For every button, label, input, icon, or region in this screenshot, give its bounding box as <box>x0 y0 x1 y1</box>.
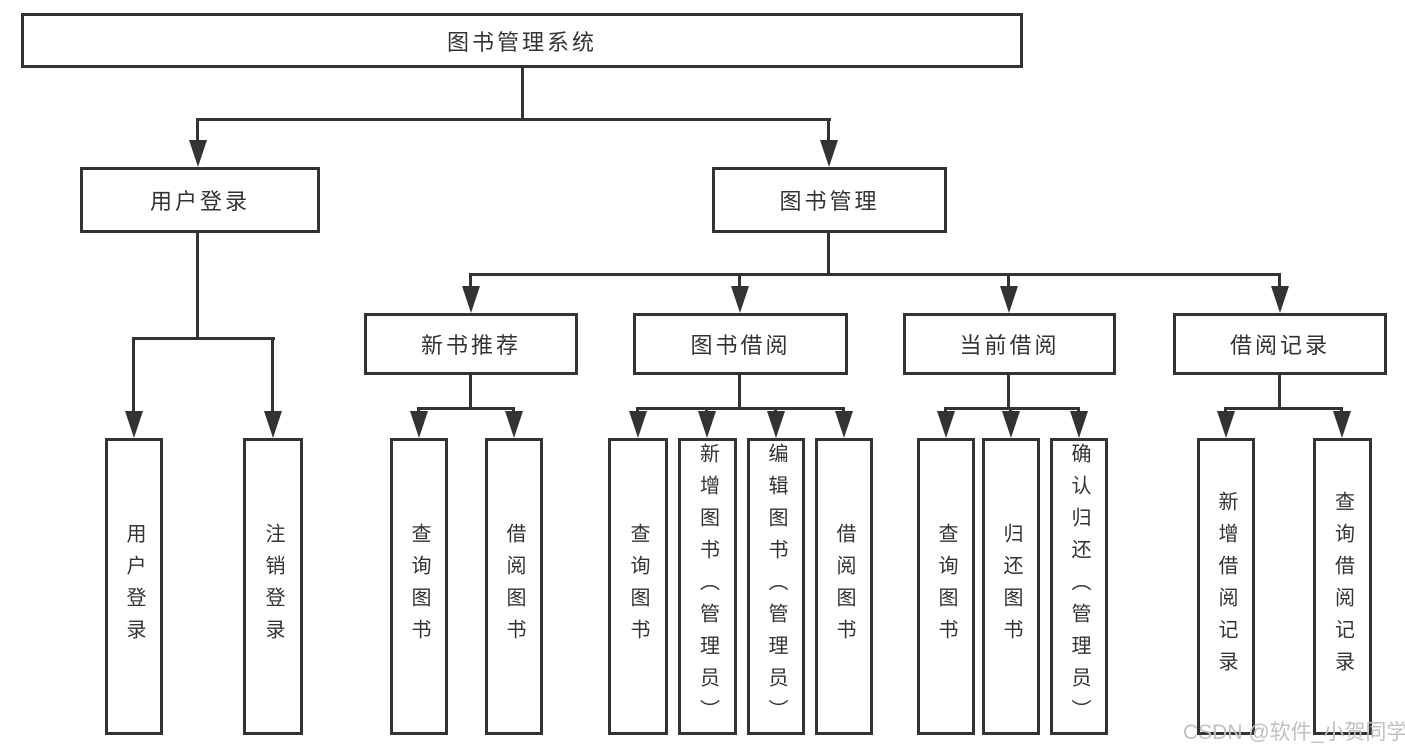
connector-line <box>417 407 515 410</box>
arrow-down-icon <box>462 286 480 313</box>
arrow-down-icon <box>1217 411 1235 438</box>
connector-line <box>196 118 199 142</box>
node-label: 编辑图书（管理员） <box>765 442 787 731</box>
connector-line <box>196 233 199 337</box>
connector-line <box>132 337 275 340</box>
arrow-down-icon <box>731 286 749 313</box>
node-book-borrowing: 图书借阅 <box>633 313 848 375</box>
connector-line <box>132 337 135 413</box>
csdn-watermark: CSDN @软件_小贺同学 <box>1183 721 1405 744</box>
arrow-down-icon <box>820 140 838 167</box>
connector-line <box>827 233 830 273</box>
connector-line <box>1224 407 1227 413</box>
arrow-down-icon <box>629 411 647 438</box>
connector-line <box>1007 375 1010 407</box>
leaf-confirm-return-admin: 确认归还（管理员） <box>1050 438 1108 735</box>
leaf-query-books-current: 查询图书 <box>917 438 975 735</box>
leaf-query-books-recommend: 查询图书 <box>390 438 448 735</box>
node-label: 确认归还（管理员） <box>1068 442 1090 731</box>
node-library-management-system: 图书管理系统 <box>21 13 1023 68</box>
node-label: 当前借阅 <box>959 333 1060 358</box>
node-label: 图书管理 <box>779 189 880 214</box>
connector-line <box>469 375 472 407</box>
arrow-down-icon <box>1271 286 1289 313</box>
connector-line <box>944 407 947 413</box>
node-label: 借阅图书 <box>503 522 525 651</box>
arrow-down-icon <box>1333 411 1351 438</box>
arrow-down-icon <box>264 411 282 438</box>
arrow-down-icon <box>1000 286 1018 313</box>
node-book-management: 图书管理 <box>712 167 947 233</box>
leaf-add-books-admin: 新增图书（管理员） <box>678 438 737 735</box>
connector-line <box>738 375 741 407</box>
connector-line <box>1009 407 1012 413</box>
node-label: 注销登录 <box>262 522 284 651</box>
node-label: 查询图书 <box>935 522 957 651</box>
leaf-edit-books-admin: 编辑图书（管理员） <box>747 438 805 735</box>
node-current-borrowing: 当前借阅 <box>903 313 1116 375</box>
node-label: 查询图书 <box>408 522 430 651</box>
node-label: 用户登录 <box>149 189 250 214</box>
arrow-down-icon <box>698 411 716 438</box>
node-label: 用户登录 <box>123 522 145 651</box>
connector-line <box>636 407 639 413</box>
arrow-down-icon <box>410 411 428 438</box>
node-label: 新增图书（管理员） <box>696 442 719 731</box>
connector-line <box>944 407 1080 410</box>
leaf-borrow-books-borrowing: 借阅图书 <box>815 438 873 735</box>
arrow-down-icon <box>505 411 523 438</box>
leaf-add-borrow-record: 新增借阅记录 <box>1197 438 1255 735</box>
connector-line <box>417 407 420 413</box>
node-user-login: 用户登录 <box>80 167 320 233</box>
connector-line <box>1224 407 1343 410</box>
leaf-user-login: 用户登录 <box>105 438 163 735</box>
node-label: 归还图书 <box>1000 522 1022 651</box>
connector-line <box>842 407 845 413</box>
arrow-down-icon <box>767 411 785 438</box>
connector-line <box>1007 273 1010 288</box>
connector-line <box>196 118 831 121</box>
connector-line <box>1077 407 1080 413</box>
node-label: 借阅记录 <box>1229 333 1330 358</box>
arrow-down-icon <box>1002 411 1020 438</box>
leaf-logout-login: 注销登录 <box>243 438 303 735</box>
connector-line <box>1340 407 1343 413</box>
node-label: 图书借阅 <box>690 333 791 358</box>
connector-line <box>512 407 515 413</box>
connector-line <box>469 273 1281 276</box>
connector-line <box>636 407 845 410</box>
connector-line <box>271 337 274 413</box>
arrow-down-icon <box>189 140 207 167</box>
node-label: 借阅图书 <box>833 522 855 651</box>
node-label: 新书推荐 <box>420 333 521 358</box>
node-label: 查询图书 <box>627 522 649 651</box>
node-new-book-recommendation: 新书推荐 <box>364 313 578 375</box>
leaf-return-books: 归还图书 <box>982 438 1040 735</box>
leaf-query-books-borrowing: 查询图书 <box>608 438 668 735</box>
connector-line <box>1278 375 1281 407</box>
connector-line <box>738 273 741 288</box>
arrow-down-icon <box>125 411 143 438</box>
node-label: 查询借阅记录 <box>1331 490 1354 683</box>
node-label: 新增借阅记录 <box>1215 490 1237 683</box>
node-borrowing-records: 借阅记录 <box>1173 313 1387 375</box>
arrow-down-icon <box>835 411 853 438</box>
leaf-query-borrow-record: 查询借阅记录 <box>1313 438 1372 735</box>
connector-line <box>469 273 472 288</box>
arrow-down-icon <box>937 411 955 438</box>
connector-line <box>521 68 524 118</box>
connector-line <box>705 407 708 413</box>
connector-line <box>827 118 830 142</box>
node-label: 图书管理系统 <box>446 29 597 55</box>
arrow-down-icon <box>1070 411 1088 438</box>
connector-line <box>1278 273 1281 288</box>
connector-line <box>774 407 777 413</box>
leaf-borrow-books-recommend: 借阅图书 <box>485 438 543 735</box>
